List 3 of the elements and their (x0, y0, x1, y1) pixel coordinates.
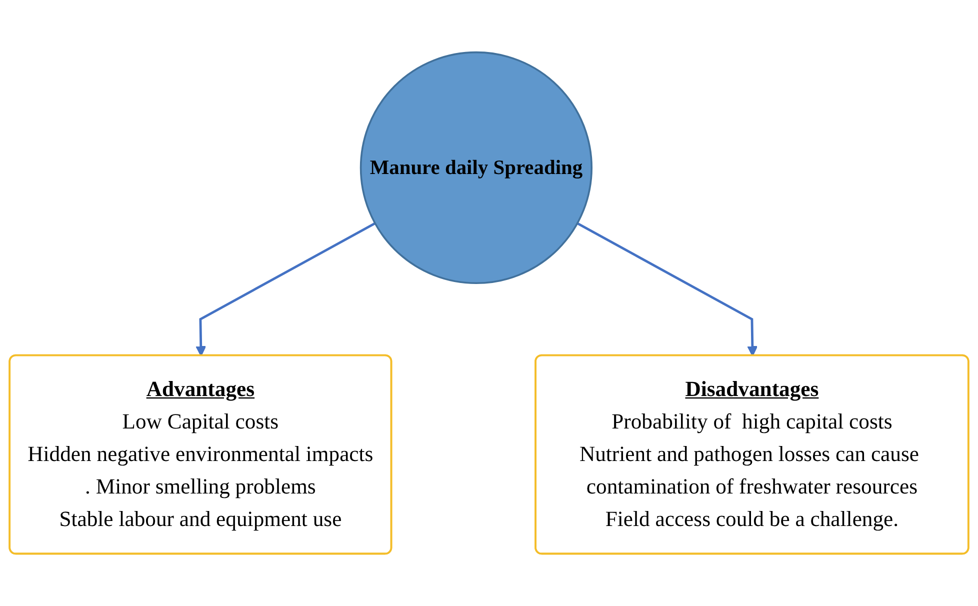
arrow (196, 222, 376, 356)
arrow (576, 222, 758, 356)
node-circle: Manure daily Spreading (360, 51, 592, 284)
